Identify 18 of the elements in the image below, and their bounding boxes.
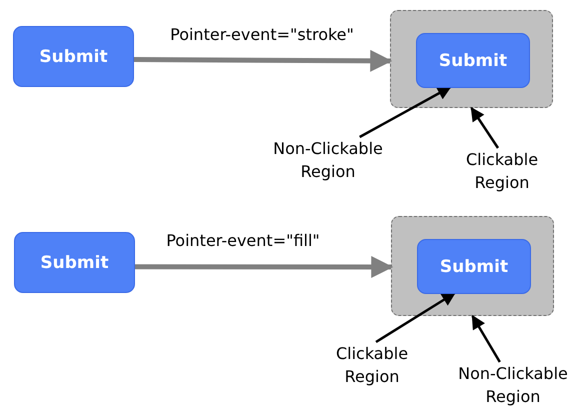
arrow — [471, 314, 501, 363]
arrow — [134, 50, 392, 72]
callout-text: Clickable Region — [452, 148, 552, 192]
edge-label: Pointer-event="stroke" — [170, 25, 354, 44]
edge-label: Pointer-event="fill" — [166, 231, 320, 250]
callout-text: Non-Clickable Region — [262, 137, 394, 181]
dashed-region — [391, 216, 554, 316]
submit-button: Submit — [13, 26, 134, 87]
arrow — [135, 256, 394, 278]
arrow — [359, 86, 452, 138]
arrow — [470, 106, 500, 149]
callout-text: Clickable Region — [322, 342, 422, 386]
arrow — [375, 292, 456, 344]
submit-button: Submit — [417, 239, 531, 294]
submit-button: Submit — [416, 33, 530, 88]
dashed-region — [390, 10, 553, 108]
callout-text: Non-Clickable Region — [447, 362, 579, 406]
submit-button: Submit — [14, 232, 135, 293]
